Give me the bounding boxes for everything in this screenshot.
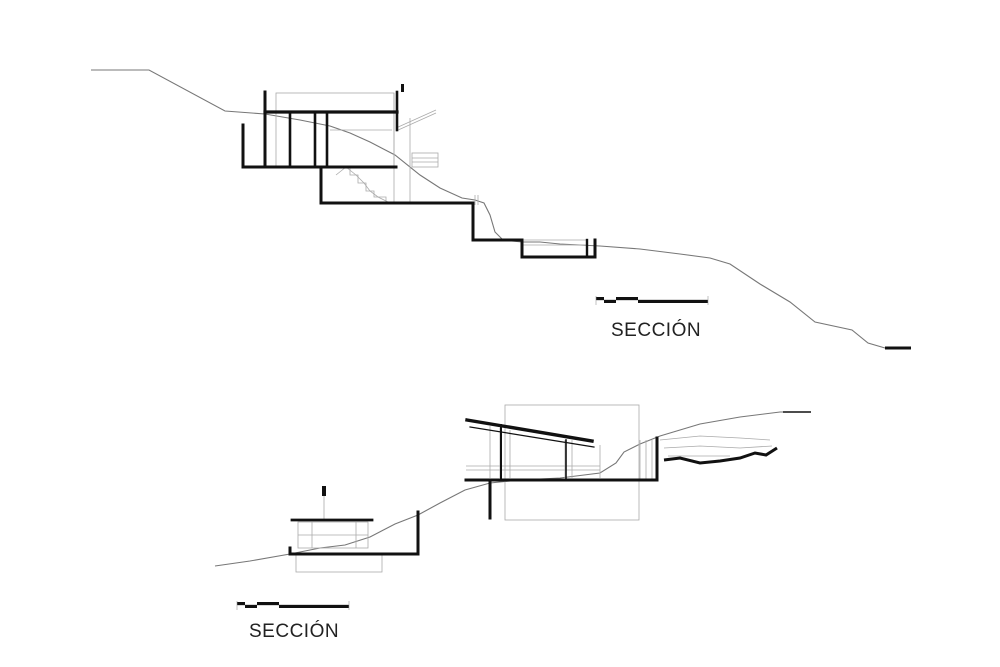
upper-scale-bar (595, 296, 709, 305)
lower-structure-house (464, 418, 659, 520)
upper-fine-lines (275, 92, 588, 246)
lower-terrain-cut (663, 446, 778, 465)
upper-structure (241, 90, 597, 259)
lower-structure-pavilion (288, 486, 420, 556)
upper-terrain-line (91, 69, 886, 349)
lower-terrain-line (214, 411, 811, 567)
lower-scale-bar (236, 601, 350, 610)
lower-section-label: SECCIÓN (249, 621, 340, 642)
lower-section (214, 404, 811, 610)
upper-section-label: SECCIÓN (611, 320, 702, 341)
upper-section (91, 69, 911, 350)
upper-chimney (401, 84, 404, 92)
